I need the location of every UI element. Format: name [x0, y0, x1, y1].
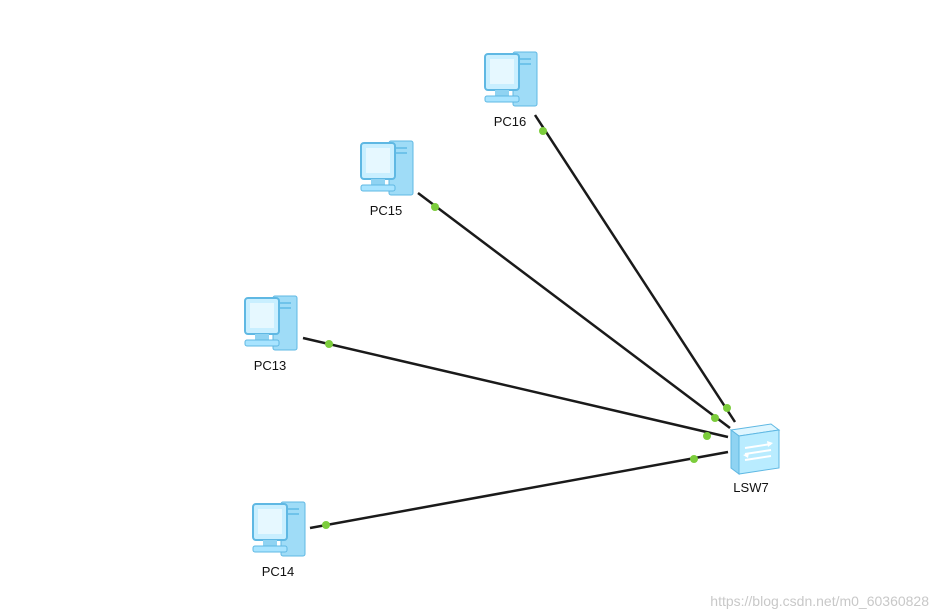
- pc15-node[interactable]: PC15: [346, 137, 426, 218]
- port-dot-lsw7-pc16: [723, 404, 731, 412]
- port-dot-pc13: [325, 340, 333, 348]
- port-dot-lsw7-pc13: [703, 432, 711, 440]
- pc14-label: PC14: [261, 564, 295, 579]
- pc13-node[interactable]: PC13: [230, 292, 310, 373]
- port-dot-lsw7-pc14: [690, 455, 698, 463]
- pc14-node[interactable]: PC14: [238, 498, 318, 579]
- pc16-label: PC16: [493, 114, 527, 129]
- pc-icon: [244, 295, 298, 351]
- watermark-text: https://blog.csdn.net/m0_60360828: [710, 593, 929, 609]
- link-pc16-lsw7[interactable]: [533, 114, 737, 423]
- pc15-label: PC15: [369, 203, 403, 218]
- pc16-node[interactable]: PC16: [470, 48, 550, 129]
- port-dot-pc15: [431, 203, 439, 211]
- link-pc14-lsw7[interactable]: [309, 450, 729, 530]
- port-dot-pc16: [539, 127, 547, 135]
- link-pc15-lsw7[interactable]: [417, 192, 731, 429]
- pc13-label: PC13: [253, 358, 287, 373]
- pc-icon: [252, 501, 306, 557]
- lsw7-node[interactable]: LSW7: [711, 418, 791, 495]
- pc-icon: [484, 51, 538, 107]
- switch-icon: [729, 423, 781, 475]
- port-dot-pc14: [322, 521, 330, 529]
- pc-icon: [360, 140, 414, 196]
- lsw7-label: LSW7: [733, 480, 769, 495]
- link-pc13-lsw7[interactable]: [302, 336, 729, 439]
- port-dot-lsw7-pc15: [711, 414, 719, 422]
